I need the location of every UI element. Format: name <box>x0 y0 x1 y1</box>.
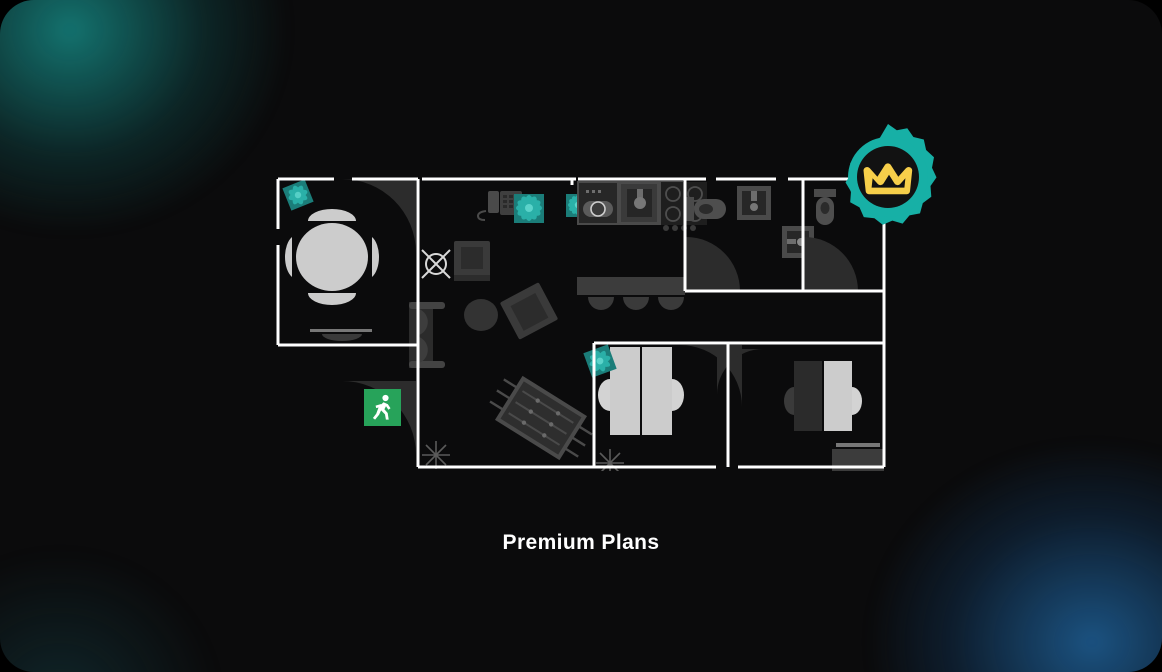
bedroom-two-furniture <box>717 349 884 471</box>
crown-icon <box>863 163 913 195</box>
living-room-furniture <box>342 191 593 469</box>
page-title: Premium Plans <box>502 531 660 554</box>
bathroom-one-furniture <box>686 186 771 291</box>
floor-plan-walls <box>276 177 886 469</box>
premium-crown-badge <box>827 122 949 244</box>
background-glow-bottom-left <box>0 502 270 672</box>
bathroom-two-furniture <box>782 189 858 291</box>
star-symbol <box>596 449 624 471</box>
running-person-icon <box>372 394 391 420</box>
emergency-exit-sign <box>364 389 401 426</box>
bedroom-one-furniture <box>583 344 742 471</box>
dining-room-furniture <box>282 179 416 341</box>
star-symbol <box>422 441 450 469</box>
apartment-floor-plan <box>276 175 886 471</box>
ceiling-fixture-symbol <box>421 249 451 279</box>
